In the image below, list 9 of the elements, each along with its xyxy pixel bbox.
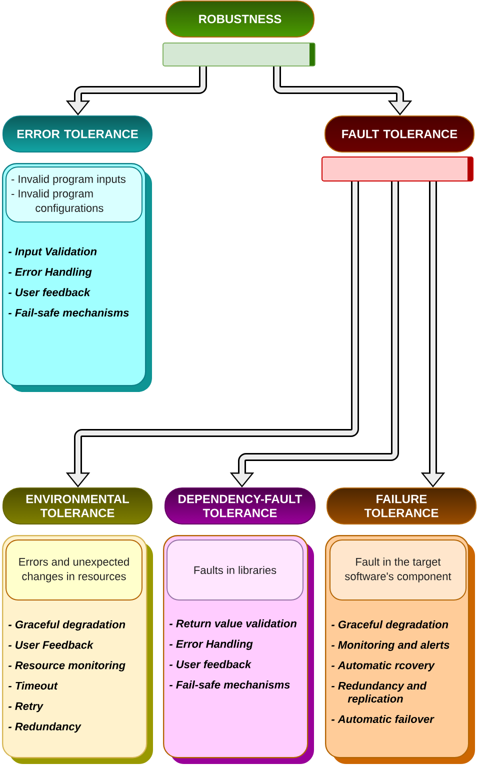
title-pill: FAILURE TOLERANCE: [326, 488, 476, 524]
title-pill: ERROR TOLERANCE: [2, 116, 152, 152]
arrow: [273, 66, 412, 116]
title-pill: ENVIRONMENTAL TOLERANCE: [2, 488, 152, 524]
title-pill: FAULT TOLERANCE: [324, 116, 474, 152]
bar: [322, 156, 474, 182]
bar: [162, 42, 316, 66]
title-pill: ROBUSTNESS: [166, 0, 314, 38]
title-pill: DEPENDENCY-FAULT TOLERANCE: [164, 488, 316, 524]
